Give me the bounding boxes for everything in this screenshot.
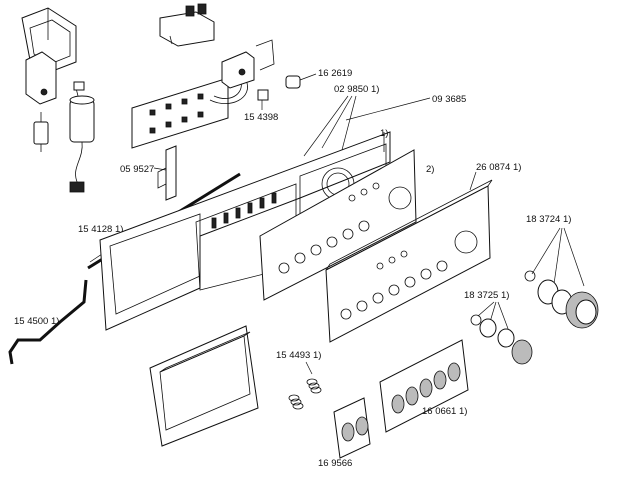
cable-clip: 16 2619 — [285, 68, 352, 89]
side-bracket: 05 9527 — [120, 145, 177, 201]
label-front-panel: 26 0874 1) — [476, 162, 521, 173]
label-footnote-a: 1) — [380, 128, 388, 139]
label-springs: 15 4493 1) — [276, 350, 321, 361]
control-flap — [149, 325, 259, 447]
contact-bracket — [221, 39, 275, 89]
label-knob-set-small: 18 3725 1) — [464, 290, 509, 301]
mounting-bracket-assembly — [21, 7, 77, 105]
button-bank: 16 0661 1) — [379, 339, 469, 433]
control-fascia-frame — [99, 131, 391, 331]
small-component — [33, 112, 49, 152]
label-bracket: 05 9527 — [120, 164, 154, 175]
label-seal-strip: 15 4128 1) — [78, 224, 123, 235]
large-knob-set: 18 3724 1) — [524, 214, 599, 329]
label-button-pair: 16 9566 — [318, 458, 352, 469]
indicator-callouts: 02 9850 1) 09 3685 1) 2) — [303, 84, 466, 175]
label-indicator-pair: 02 9850 1) — [334, 84, 379, 95]
capacitor — [69, 81, 95, 193]
button-pair: 16 9566 — [318, 397, 371, 469]
label-cable-clip: 16 2619 — [318, 68, 352, 79]
rod: 15 4500 1) — [8, 279, 88, 365]
small-knob-set: 18 3725 1) — [464, 290, 533, 365]
front-panel: 26 0874 1) — [325, 162, 521, 343]
label-indicator-single: 09 3685 — [432, 94, 466, 105]
top-switch — [159, 3, 215, 47]
label-rod: 15 4500 1) — [14, 316, 59, 327]
circuit-board — [131, 77, 248, 149]
overlay-panel — [259, 149, 417, 301]
label-connector: 15 4398 — [244, 112, 278, 123]
springs: 15 4493 1) — [276, 350, 321, 410]
label-knob-set-large: 18 3724 1) — [526, 214, 571, 225]
label-footnote-b: 2) — [426, 164, 434, 175]
label-button-bank: 16 0661 1) — [422, 406, 467, 417]
connector: 15 4398 — [244, 89, 278, 123]
